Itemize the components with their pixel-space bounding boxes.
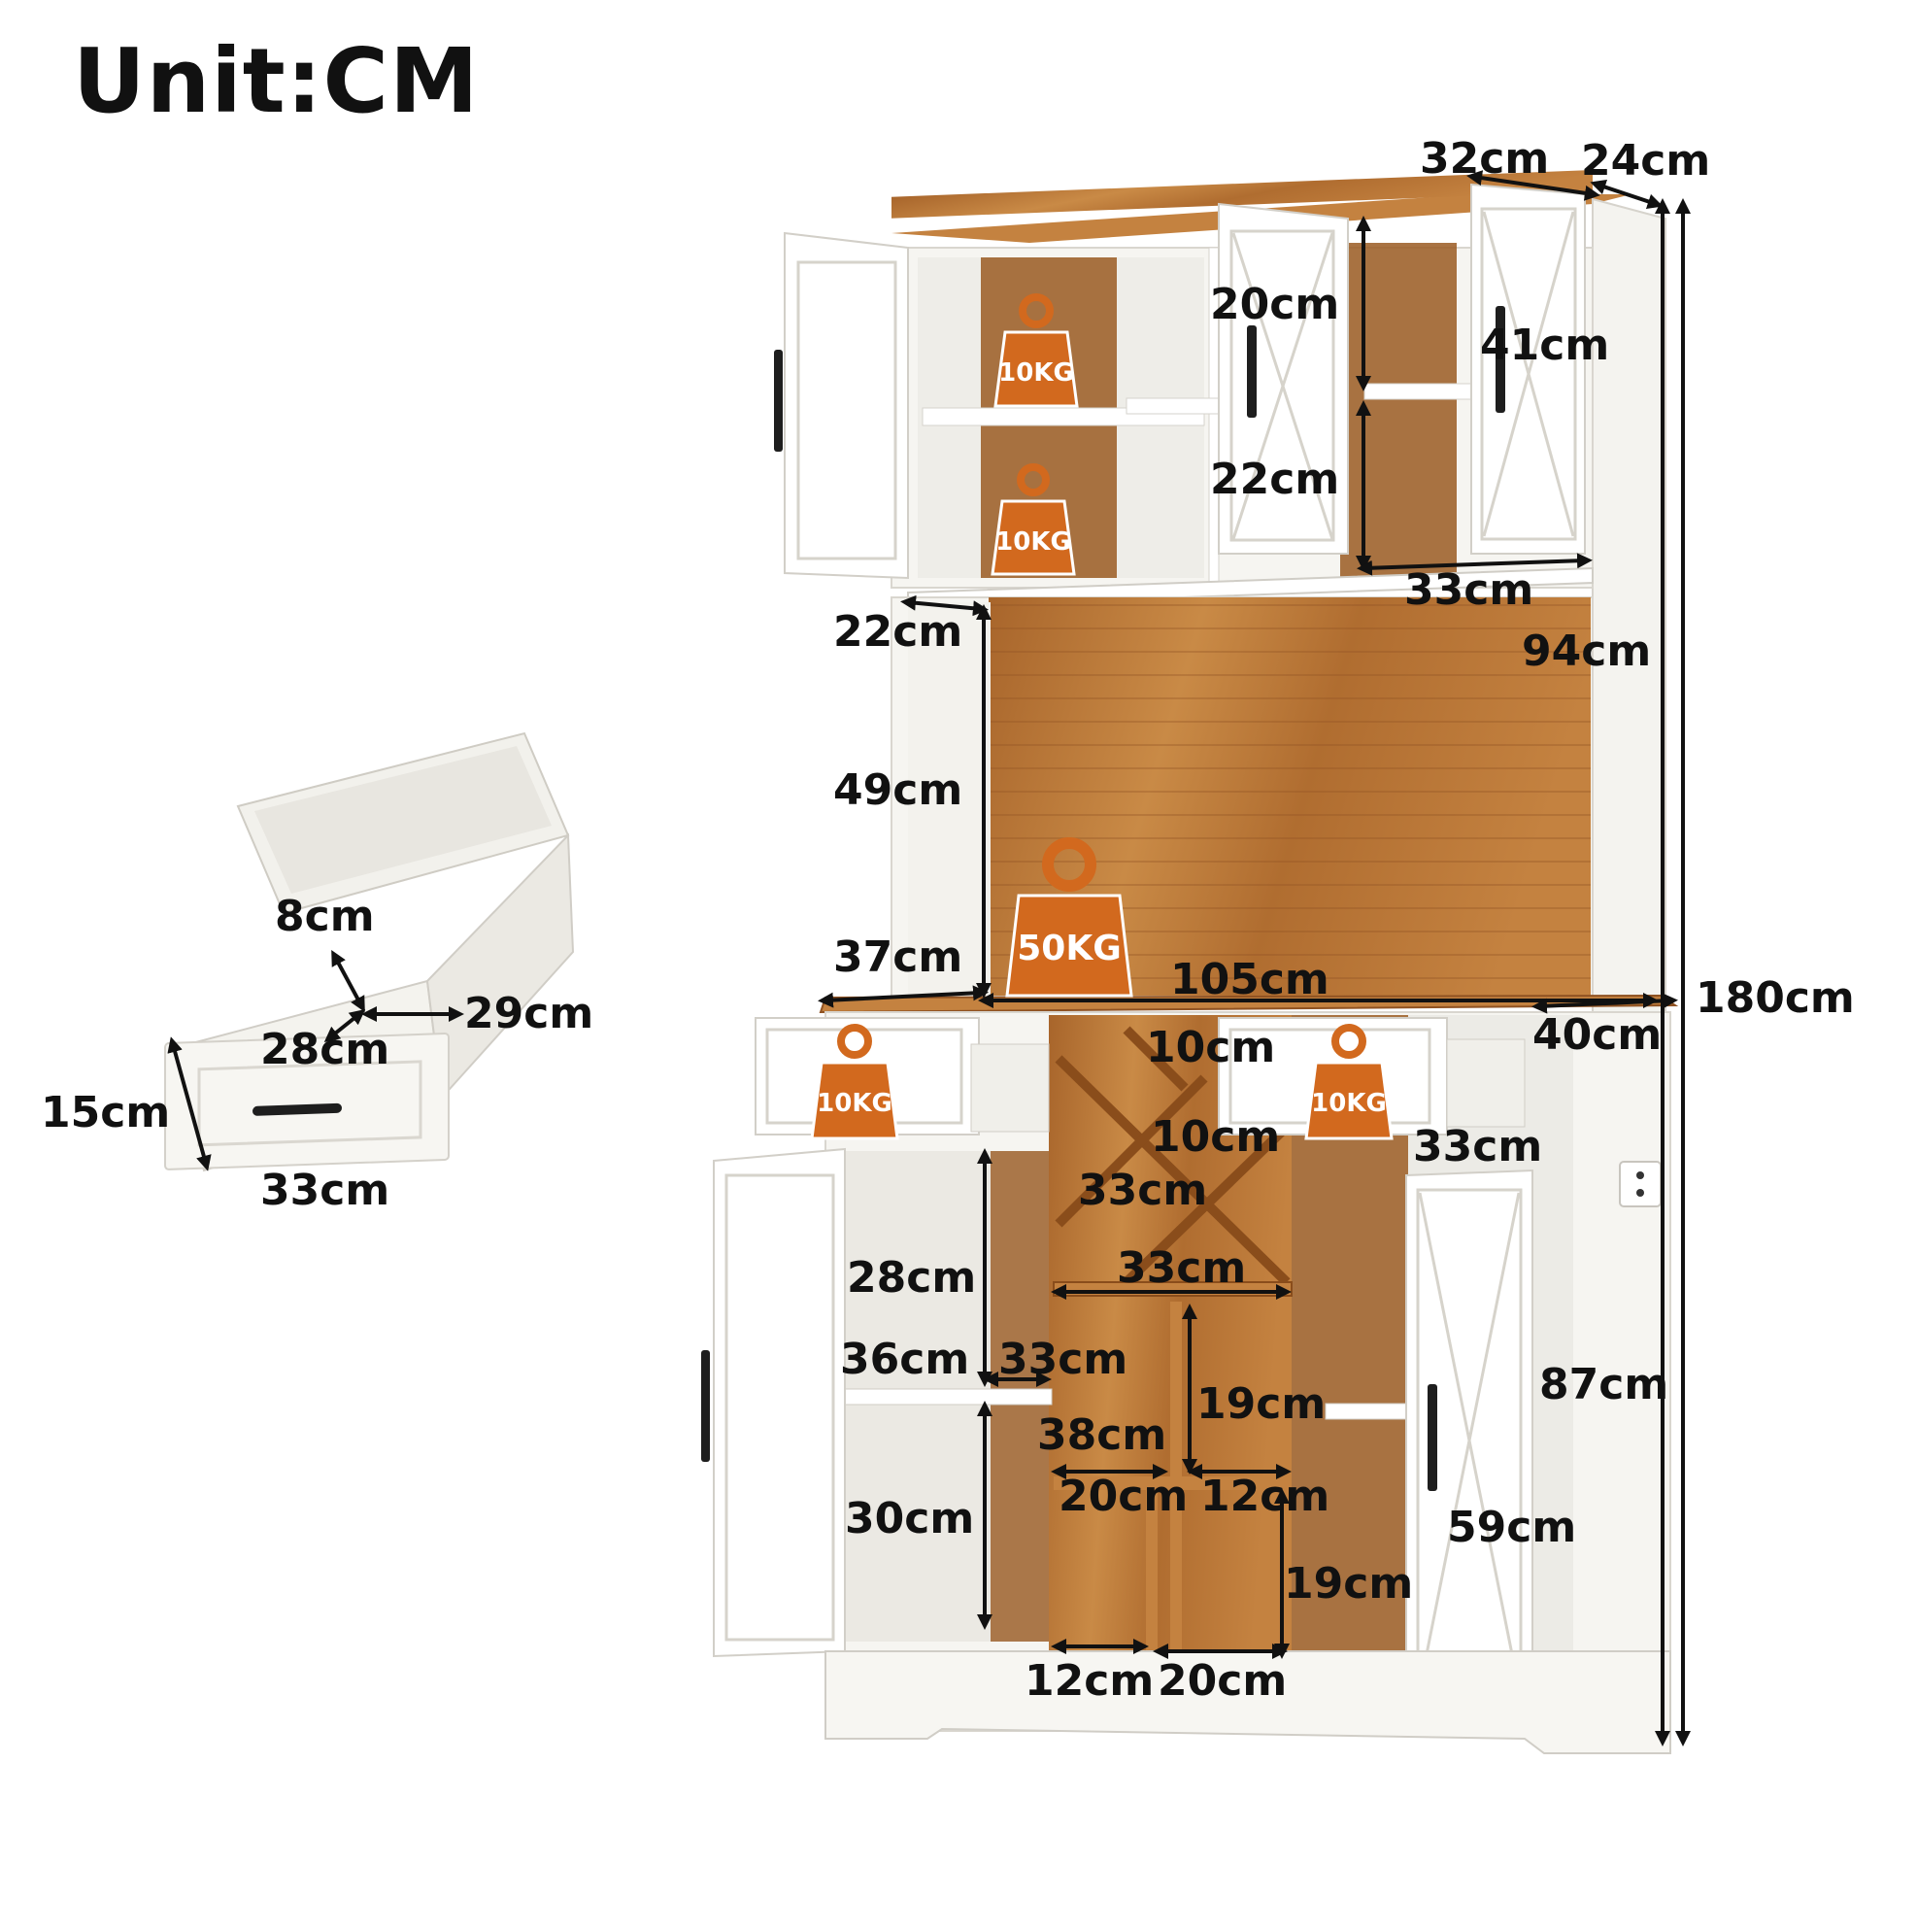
- dim-counter-width: 105cm: [1170, 955, 1329, 1004]
- weight-icon-countertop: 50KG: [1005, 837, 1133, 998]
- drawer-depth-label: 29cm: [464, 989, 593, 1038]
- dim-center-cell-w1: 20cm: [1059, 1472, 1188, 1521]
- dim-center-cell-height: 19cm: [1196, 1379, 1326, 1429]
- dim-hutch-width: 94cm: [1522, 627, 1651, 676]
- top-board: [891, 169, 1593, 219]
- dim-right-door-height: 59cm: [1447, 1503, 1576, 1552]
- unit-title: Unit:CM: [73, 29, 480, 133]
- upper-left-door: [784, 231, 909, 580]
- cabinet: [701, 169, 1679, 1754]
- dim-top-depth: 24cm: [1581, 136, 1710, 186]
- dim-top-width-door: 32cm: [1420, 134, 1549, 184]
- drawer-dimension-lines: [167, 949, 464, 1171]
- dim-hutch-gap-top: 22cm: [833, 607, 962, 657]
- dim-bottom-cell-height: 19cm: [1284, 1559, 1413, 1609]
- dim-upper-shelf-height: 20cm: [1210, 280, 1339, 329]
- dim-wine-cell-a: 10cm: [1146, 1023, 1275, 1072]
- dim-wine-rack-height: 33cm: [1078, 1166, 1207, 1215]
- drawer-height-label: 15cm: [41, 1088, 170, 1137]
- weight-icon-upper-bottom: 10KG: [991, 463, 1076, 576]
- dim-center-width: 38cm: [1037, 1410, 1166, 1460]
- weight-label-drawer-right: 10KG: [1311, 1089, 1387, 1118]
- dim-counter-depth: 40cm: [1532, 1010, 1662, 1060]
- weight-icon-drawer-right: 10KG: [1304, 1024, 1394, 1140]
- lower-right-door-handle-icon: [1428, 1384, 1437, 1491]
- dim-hutch-open-height: 49cm: [833, 765, 962, 815]
- dim-upper-door-height: 41cm: [1480, 321, 1609, 370]
- drawer-handle-icon: [252, 1102, 342, 1116]
- weight-icon-upper-top: 10KG: [993, 293, 1079, 408]
- weight-label-upper-top: 10KG: [998, 358, 1074, 388]
- dim-base-height: 87cm: [1539, 1360, 1668, 1409]
- power-outlet-icon: [1619, 1161, 1662, 1207]
- weight-label-countertop: 50KG: [1017, 929, 1122, 968]
- dim-bottom-cell-w1: 12cm: [1025, 1656, 1154, 1706]
- dim-lower-left-upper: 28cm: [847, 1253, 976, 1303]
- dim-bottom-cell-w2: 20cm: [1158, 1656, 1287, 1706]
- lower-left-door: [713, 1147, 846, 1658]
- weight-icon-drawer-left: 10KG: [810, 1024, 899, 1140]
- drawer-width-label: 33cm: [260, 1166, 389, 1215]
- dim-lower-left-width: 36cm: [840, 1335, 969, 1384]
- dim-right-cabinet-width: 33cm: [1413, 1122, 1542, 1171]
- dim-center-cell-w2: 12cm: [1200, 1472, 1329, 1521]
- dimension-lines: [818, 170, 1691, 1746]
- dim-wine-cell-b: 10cm: [1151, 1112, 1280, 1162]
- dim-upper-lower-shelf: 22cm: [1210, 455, 1339, 504]
- upper-left-door-handle-icon: [774, 350, 783, 452]
- drawer-depth-top-label: 8cm: [275, 892, 375, 941]
- dim-lower-left-depth: 33cm: [998, 1335, 1127, 1384]
- dim-lower-left-bottom: 30cm: [845, 1494, 974, 1543]
- drawer-inner-width-label: 28cm: [260, 1025, 389, 1074]
- lower-left-door-handle-icon: [701, 1350, 710, 1462]
- wine-rack: [1055, 1026, 1291, 1286]
- dim-counter-depth-left: 37cm: [833, 932, 962, 982]
- dim-wine-rack-width: 33cm: [1117, 1243, 1246, 1293]
- dim-upper-shelf-width: 33cm: [1404, 565, 1533, 615]
- dim-total-height: 180cm: [1696, 973, 1855, 1023]
- upper-right-door-handle-icon: [1496, 306, 1505, 413]
- weight-label-drawer-left: 10KG: [817, 1089, 892, 1118]
- drawer-detail: [164, 731, 575, 1172]
- upper-middle-door-handle-icon: [1247, 325, 1257, 418]
- weight-badges: 10KG 10KG 50KG 10KG 10KG: [810, 293, 1394, 1140]
- weight-label-upper-bottom: 10KG: [995, 527, 1071, 557]
